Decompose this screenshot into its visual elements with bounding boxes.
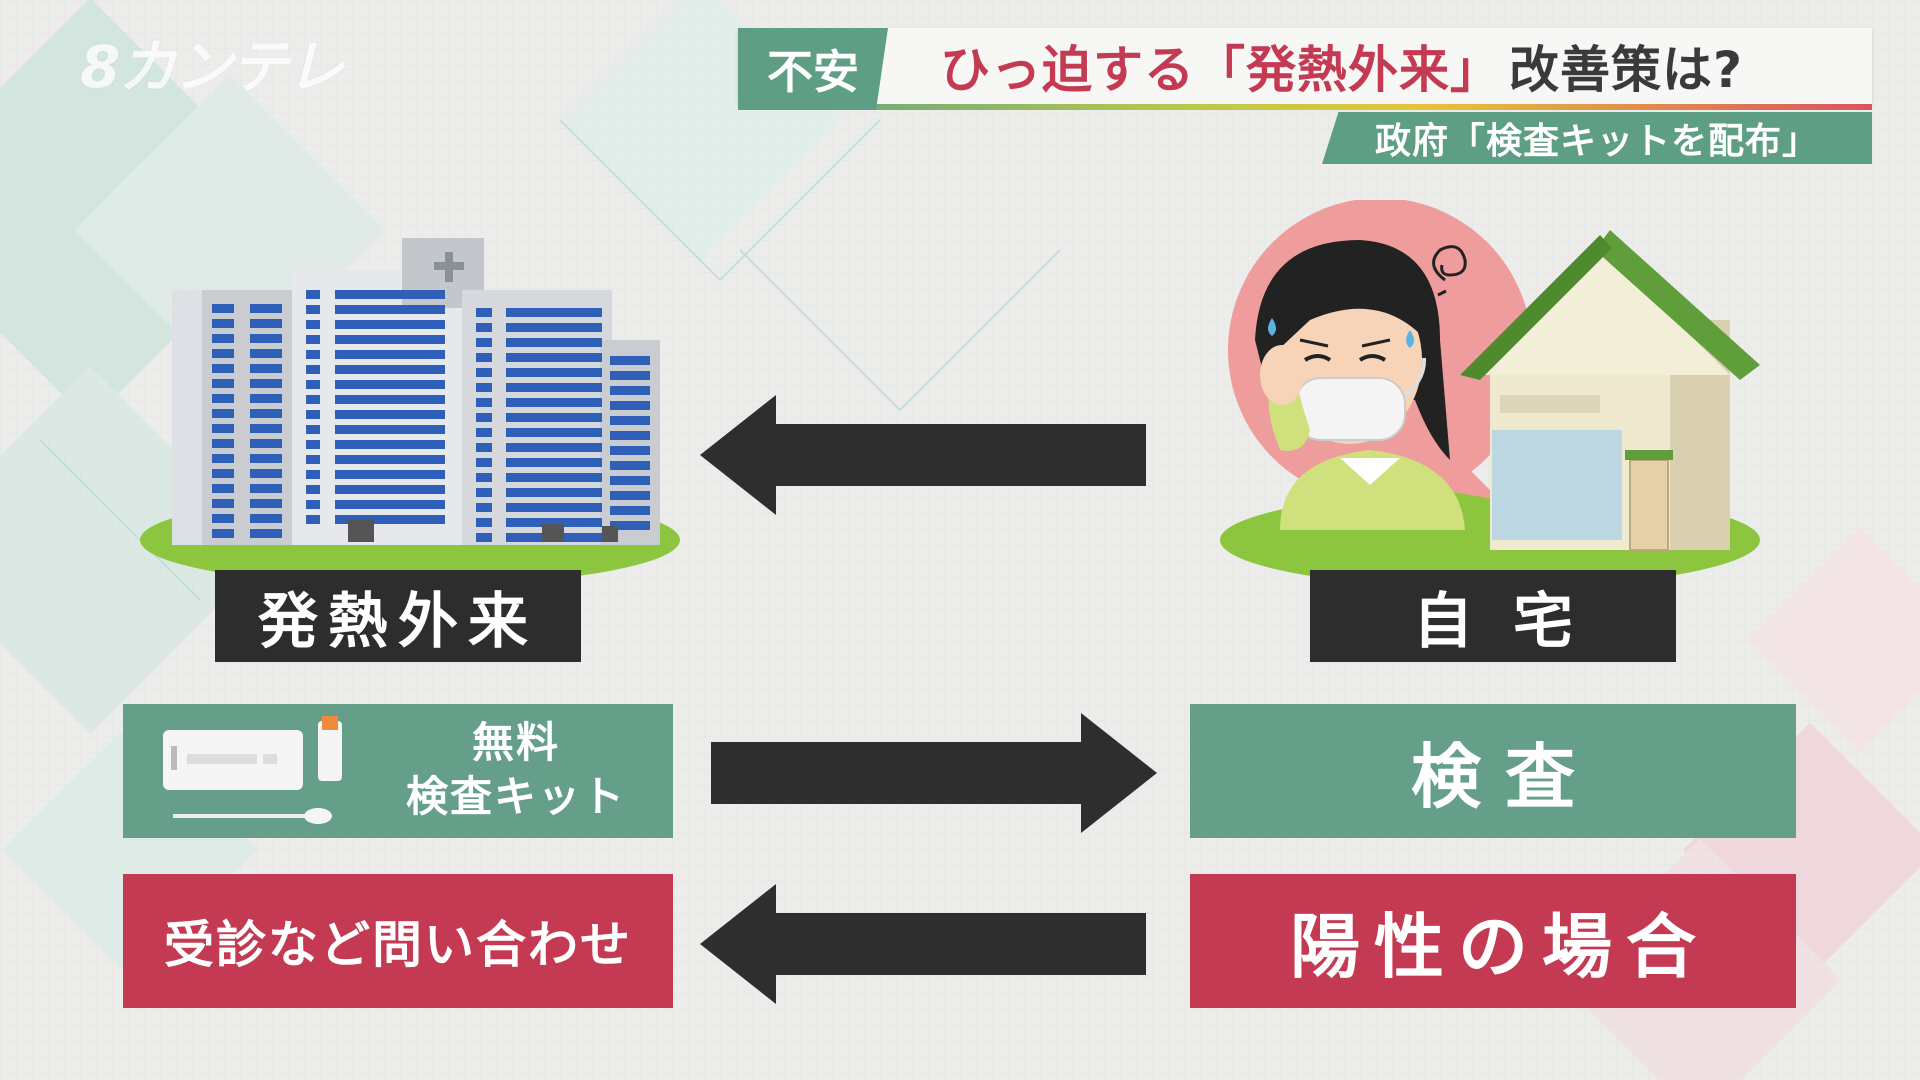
subtitle: 政府「検査キットを配布」: [1322, 112, 1872, 164]
free-test-kit-box: 無料 検査キット: [123, 704, 673, 838]
title-tag: 不安: [738, 28, 888, 110]
consult-box: 受診など問い合わせ: [123, 874, 673, 1008]
house-icon: [1460, 230, 1760, 551]
kit-line2: 検査キット: [405, 772, 626, 821]
arrow-positive-to-consult: [700, 884, 1146, 1004]
arrow-kit-to-test: [711, 713, 1157, 833]
title-bar: [738, 28, 1872, 104]
positive-case-box: 陽性の場合: [1190, 874, 1796, 1008]
headline: ひっ迫する「発熱外来」 改善策は?: [940, 28, 1743, 104]
worried-woman-icon: [1228, 200, 1532, 530]
test-box: 検査: [1190, 704, 1796, 838]
title-accent-line: [738, 104, 1872, 110]
label-fever-clinic: 発熱外来: [215, 570, 581, 662]
hospital-icon: [140, 238, 680, 586]
test-kit-icon: [163, 716, 342, 824]
arrow-home-to-clinic: [700, 395, 1146, 515]
label-home: 自宅: [1310, 570, 1676, 662]
free-test-kit-text: 無料 検査キット: [371, 716, 661, 824]
headline-rest: 改善策は?: [1509, 41, 1744, 99]
kit-line1: 無料: [471, 718, 560, 767]
channel-logo: 8カンテレ: [80, 33, 344, 101]
headline-main: ひっ迫する「発熱外来」: [940, 41, 1501, 99]
home-illustration: [1220, 200, 1760, 588]
hospital-windows: [212, 290, 650, 542]
